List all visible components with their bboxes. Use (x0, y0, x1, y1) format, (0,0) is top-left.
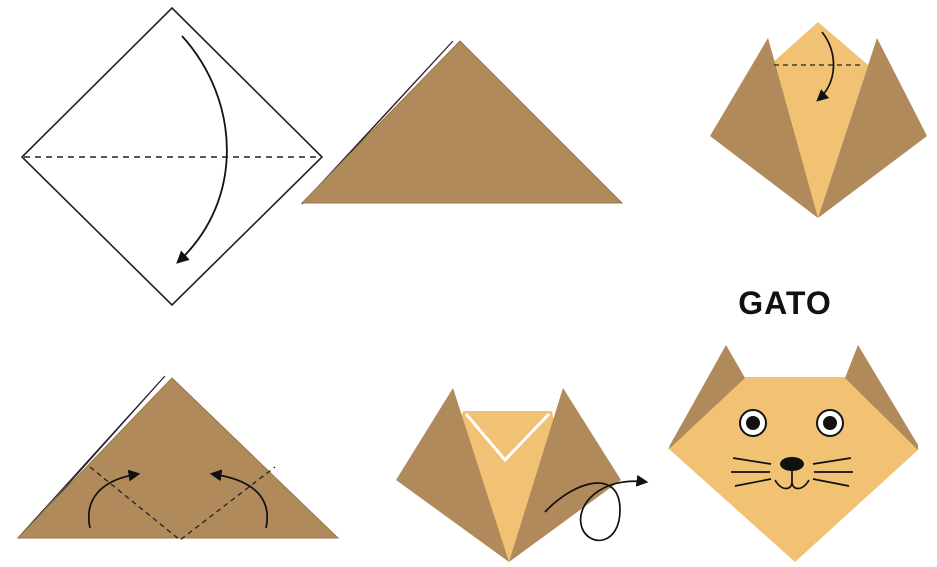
step-5-ears (396, 388, 646, 562)
step-2-triangle (302, 41, 622, 204)
step-3-ears (710, 22, 927, 218)
step-6-cat-face (668, 345, 918, 562)
step-4-triangle (18, 376, 338, 540)
paper-triangle (18, 378, 338, 538)
step-1-square (22, 8, 322, 305)
eye-right (817, 410, 843, 436)
nose (780, 457, 804, 471)
diagram-title: GATO (690, 285, 880, 322)
eye-left (740, 410, 766, 436)
paper-triangle (302, 41, 622, 203)
